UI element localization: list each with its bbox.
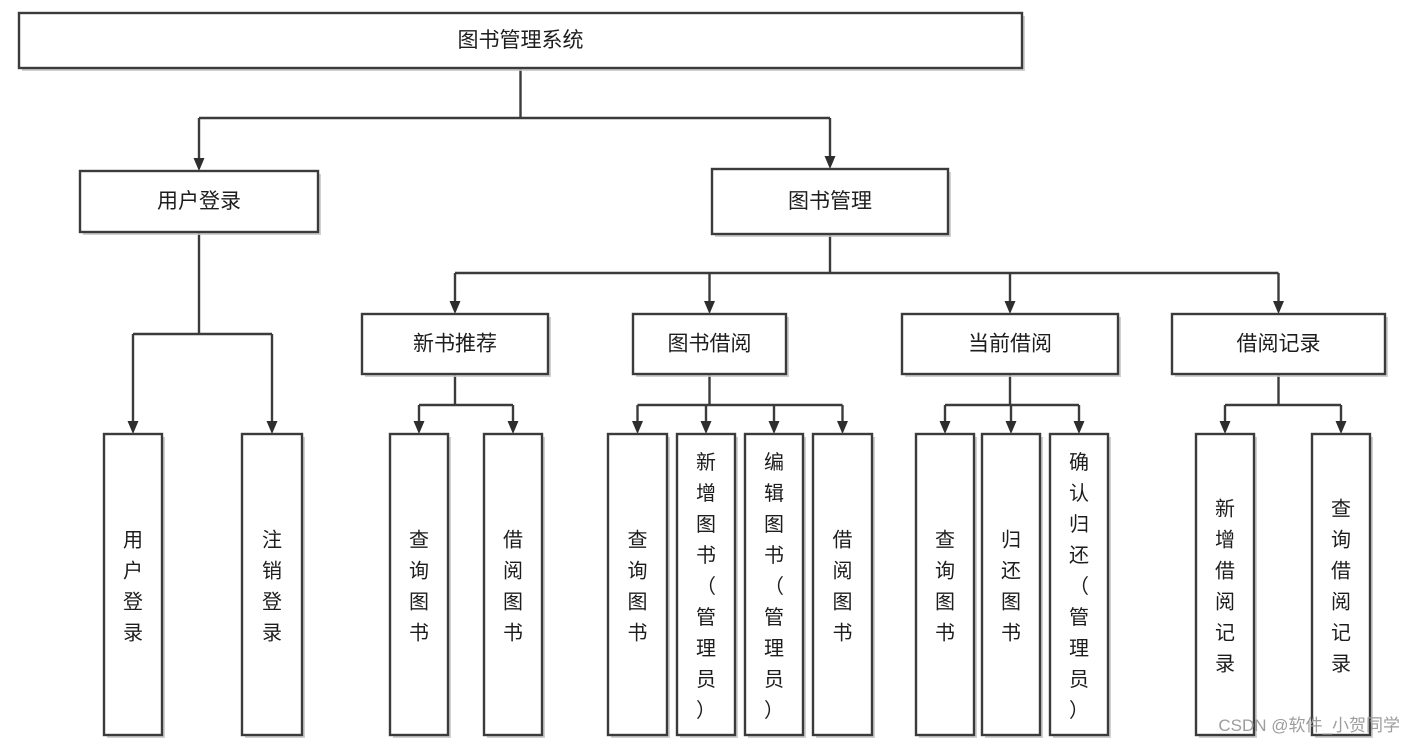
node-book-borrow[interactable]: 图书借阅 [631, 312, 789, 377]
node-label: 查询借阅记录 [1331, 498, 1351, 676]
node-leaf-edit-book[interactable]: 编辑图书（管理员） [743, 432, 806, 738]
node-borrow-record[interactable]: 借阅记录 [1170, 312, 1388, 377]
node-label: 查询图书 [628, 529, 648, 645]
node-label: 查询图书 [409, 529, 429, 645]
node-leaf-return-book[interactable]: 归还图书 [980, 432, 1043, 738]
node-label: 当前借阅 [968, 333, 1052, 356]
node-leaf-user-login[interactable]: 用户登录 [102, 432, 165, 738]
node-label: 确认归还（管理员） [1069, 451, 1089, 722]
node-label: 用户登录 [123, 530, 143, 645]
node-label: 注销登录 [262, 529, 282, 645]
node-book-manage[interactable]: 图书管理 [710, 167, 951, 237]
csdn-watermark: CSDN @软件_小贺同学 [1218, 716, 1400, 735]
node-leaf-add-book[interactable]: 新增图书（管理员） [675, 432, 738, 738]
node-label: 图书管理系统 [458, 29, 584, 52]
node-current-borrow[interactable]: 当前借阅 [900, 312, 1121, 377]
node-user-login[interactable]: 用户登录 [78, 169, 321, 235]
node-label: 借阅记录 [1237, 333, 1321, 356]
node-new-book-rec[interactable]: 新书推荐 [360, 312, 551, 377]
node-leaf-query-book-rec[interactable]: 查询图书 [388, 432, 451, 738]
node-leaf-borrow-book-rec[interactable]: 借阅图书 [482, 432, 545, 738]
node-label: 查询图书 [935, 529, 955, 645]
node-label: 借阅图书 [833, 529, 853, 645]
node-label: 图书借阅 [668, 333, 752, 356]
node-label: 新书推荐 [413, 333, 497, 356]
node-label: 归还图书 [1001, 529, 1021, 645]
node-leaf-confirm-return[interactable]: 确认归还（管理员） [1048, 432, 1111, 738]
node-label: 新增借阅记录 [1215, 498, 1235, 676]
node-leaf-add-record[interactable]: 新增借阅记录 [1194, 432, 1257, 738]
node-label: 借阅图书 [503, 529, 523, 645]
node-leaf-query-record[interactable]: 查询借阅记录 [1310, 432, 1373, 738]
node-label: 编辑图书（管理员） [764, 451, 784, 722]
node-leaf-logout[interactable]: 注销登录 [240, 432, 305, 738]
node-label: 图书管理 [788, 190, 872, 213]
node-leaf-query-book-cb[interactable]: 查询图书 [914, 432, 977, 738]
node-label: 用户登录 [157, 190, 241, 213]
node-label: 新增图书（管理员） [696, 451, 716, 722]
node-layer: 图书管理系统用户登录图书管理新书推荐图书借阅当前借阅借阅记录用户登录注销登录查询… [17, 11, 1388, 738]
connector-layer [127, 68, 1347, 434]
node-leaf-borrow-book-br[interactable]: 借阅图书 [811, 432, 875, 738]
node-leaf-query-book-br[interactable]: 查询图书 [606, 432, 670, 738]
node-root[interactable]: 图书管理系统 [17, 11, 1025, 71]
